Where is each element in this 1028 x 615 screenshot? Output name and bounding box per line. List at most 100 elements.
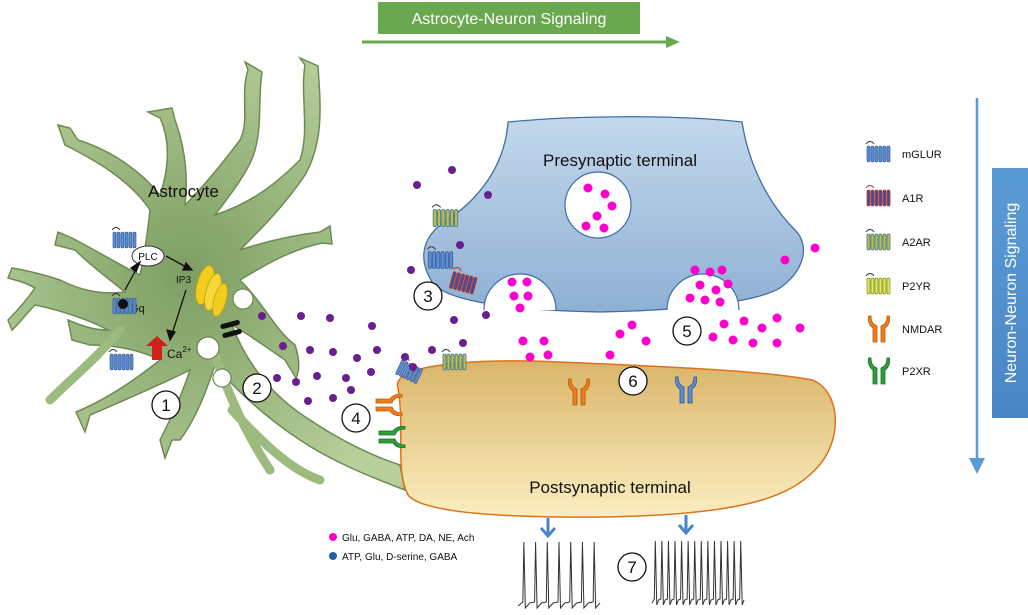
step-marker-6: 6 [618,366,648,396]
down-arrow-icon [539,518,557,539]
neurotransmitter-dot [780,255,790,265]
neurotransmitter-dot [509,291,519,301]
neurotransmitter-dot [539,336,549,346]
step-marker-3: 3 [413,281,443,311]
neurotransmitter-dot [700,295,710,305]
gliotransmitter-dot [297,312,305,320]
neurotransmitter-dot [748,338,758,348]
svg-text:2: 2 [252,379,261,398]
gliotransmitter-dot [329,348,337,356]
legend-p2xr-label: P2XR [902,366,931,378]
svg-text:5: 5 [682,322,691,341]
neurotransmitter-dot [715,297,725,307]
postsynaptic-label: Postsynaptic terminal [529,478,691,497]
legend-p2xr-icon [868,357,890,385]
legend-a2ar-icon [865,229,891,251]
banner-box [378,2,640,34]
neurotransmitter-dot [592,211,602,221]
golgi-apparatus-icon [195,265,228,317]
postsynaptic-terminal: Postsynaptic terminal [375,349,836,518]
gliotransmitter-dot [258,312,266,320]
side-banner-label: Neuron-Neuron Signaling [1003,203,1020,384]
gliotransmitter-dot [459,339,467,347]
action-potential-traces [517,515,745,610]
membrane-channel-icon [220,320,242,338]
neurotransmitter-dot [523,291,533,301]
gliotransmitter-dot [482,311,490,319]
pre-vesicle-fusing-1 [483,273,557,311]
gliotransmitter-dot [373,346,381,354]
neurotransmitter-dot [708,332,718,342]
gliotransmitter-dot [329,394,337,402]
neurotransmitter-dot [600,189,610,199]
pre-vesicle-1 [564,171,632,239]
transmitter-molecules [258,166,820,405]
gliotransmitter-dot [273,374,281,382]
svg-text:3: 3 [423,287,432,306]
neuron-neuron-banner: Neuron-Neuron Signaling [969,98,1028,474]
step-marker-7: 7 [617,552,647,582]
neurotransmitter-dot [728,335,738,345]
neurotransmitter-dot [583,183,593,193]
gliotransmitter-dot [313,372,321,380]
neurotransmitter-dot [719,319,729,329]
ip3-label: IP3 [176,275,191,286]
post-a2ar-receptor-icon [441,349,467,371]
astrocyte-cell: Astrocyte PLC IP3 Gq Ca2+ [6,56,407,492]
neurotransmitter-dot [690,265,700,275]
neurotransmitter-dot [705,267,715,277]
gliotransmitter-dot [448,166,456,174]
gliotransmitter-dot [409,363,417,371]
up-arrow-icon [146,336,168,360]
svg-text:6: 6 [628,372,637,391]
side-banner-box [992,168,1028,418]
step-marker-5: 5 [672,316,702,346]
gliotransmitter-dot [279,342,287,350]
astrocyte-neuron-banner: Astrocyte-Neuron Signaling [362,2,680,48]
trace-right [651,540,745,606]
neurotransmitter-dot [772,313,782,323]
trace-left [517,541,601,610]
neurotransmitter-dot [739,316,749,326]
step-marker-2: 2 [242,373,272,403]
neurotransmitter-dot [525,352,535,362]
gliotransmitter-dot [353,354,361,362]
neurotransmitter-dot [711,285,721,295]
neurotransmitter-dot [518,336,528,346]
gliotransmitter-dot [456,241,464,249]
neurotransmitter-dot [810,243,820,253]
banner-label: Astrocyte-Neuron Signaling [412,11,607,28]
neurotransmitter-dot [627,320,637,330]
step-marker-4: 4 [341,403,371,433]
post-side-nmdar-receptor-icon [375,394,403,416]
neurotransmitter-dot [543,350,553,360]
right-arrow-icon [666,36,680,48]
gliotransmitter-dot [304,397,312,405]
neurotransmitter-legend-label: Glu, GABA, ATP, DA, NE, Ach [342,533,474,544]
spike-trace [651,540,745,606]
neurotransmitter-dot [772,338,782,348]
legend-a2ar-label: A2AR [902,237,931,249]
neurotransmitter-dot [723,279,733,289]
plc-enzyme [131,245,165,267]
svg-text:4: 4 [351,409,360,428]
gliotransmitter-dot-icon [329,552,337,560]
neurotransmitter-dot [795,323,805,333]
legend-a1r-icon [865,185,891,207]
gliotransmitter-legend-label: ATP, Glu, D-serine, GABA [342,552,458,563]
down-arrow-icon [677,515,695,536]
neurotransmitter-dot [641,336,651,346]
astrocyte-vesicles [196,288,254,388]
gliotransmitter-dot [367,368,375,376]
gliotransmitter-dot [401,353,409,361]
neurotransmitter-dot [605,350,615,360]
neurotransmitter-dot [581,221,591,231]
legend-nmdar-label: NMDAR [902,324,942,336]
ca-label: Ca2+ [167,345,192,361]
pathway-arrows [124,255,194,342]
step-marker-1: 1 [151,390,181,420]
presynaptic-label: Presynaptic terminal [543,151,697,170]
neurotransmitter-dot [515,303,525,313]
legend-p2yr-label: P2YR [902,281,931,293]
